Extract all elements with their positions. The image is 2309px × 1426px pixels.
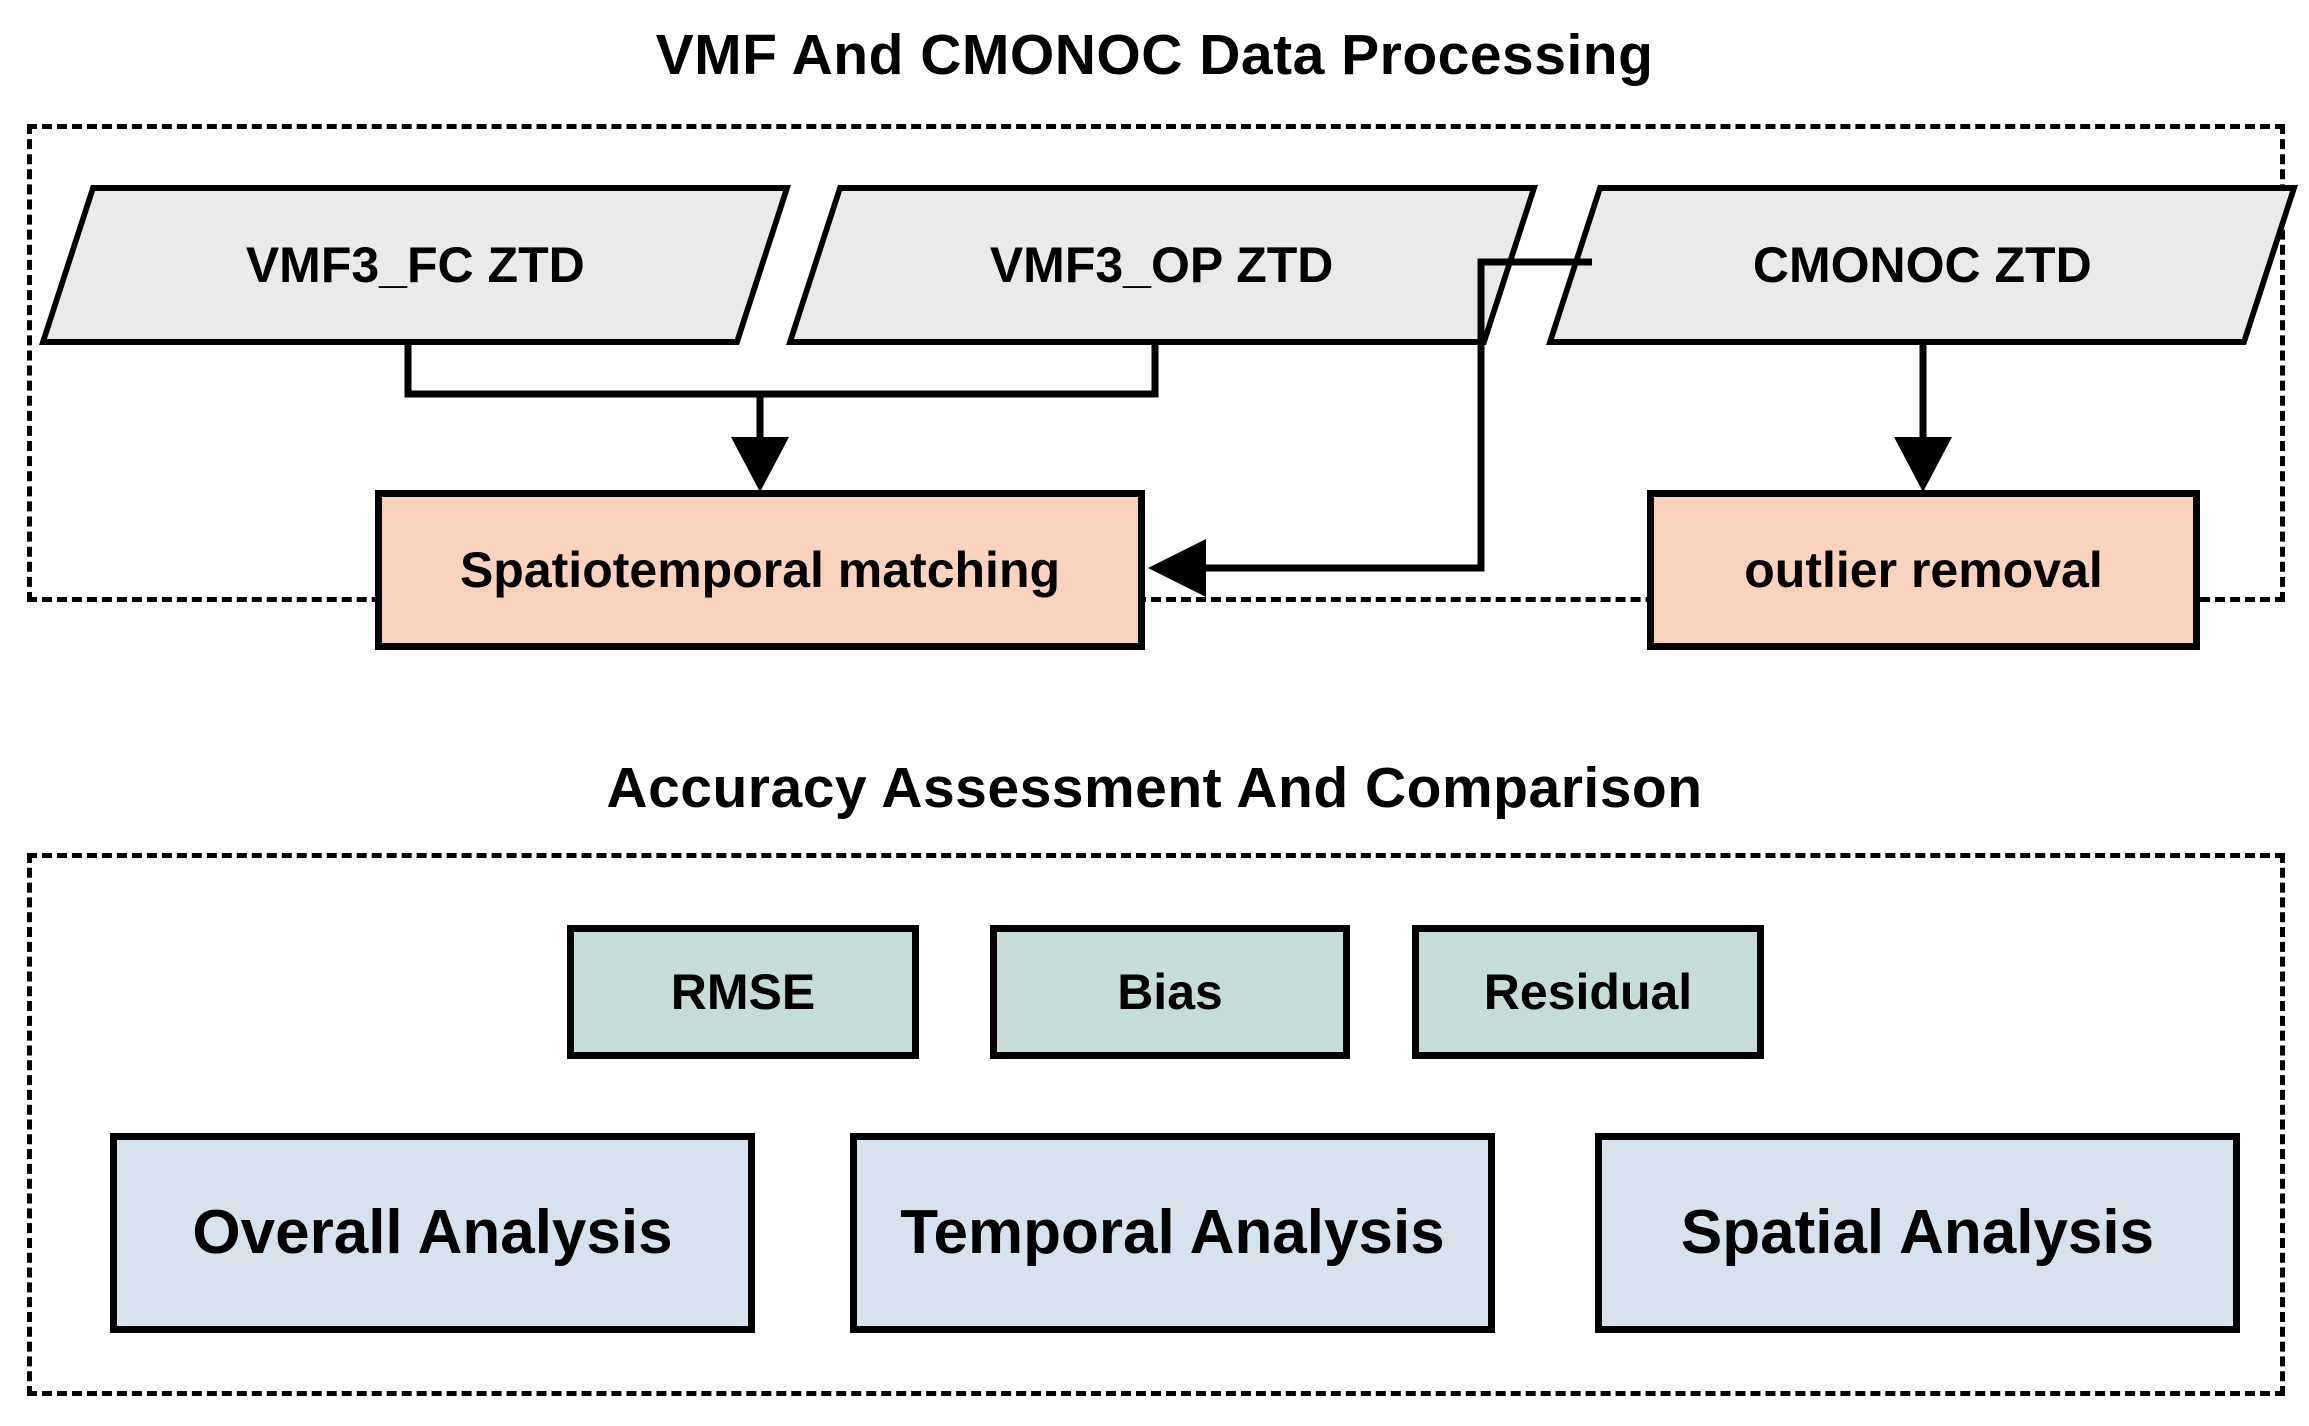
- node-cmonoc-ztd[interactable]: CMONOC ZTD: [1546, 185, 2298, 345]
- node-vmf3-fc-ztd-label: VMF3_FC ZTD: [245, 236, 585, 293]
- node-outlier-removal[interactable]: outlier removal: [1647, 490, 2200, 650]
- node-vmf3-op-ztd[interactable]: VMF3_OP ZTD: [786, 185, 1538, 345]
- node-spatiotemporal-matching[interactable]: Spatiotemporal matching: [375, 490, 1145, 650]
- node-rmse[interactable]: RMSE: [567, 925, 919, 1059]
- node-overall-analysis[interactable]: Overall Analysis: [110, 1133, 755, 1333]
- group-accuracy-assessment: [27, 853, 2285, 1396]
- node-vmf3-fc-ztd[interactable]: VMF3_FC ZTD: [39, 185, 791, 345]
- section-title-data-processing: VMF And CMONOC Data Processing: [655, 23, 1654, 87]
- node-cmonoc-ztd-label: CMONOC ZTD: [1752, 236, 2092, 293]
- group-data-processing: [27, 124, 2285, 602]
- section-title-accuracy-assessment: Accuracy Assessment And Comparison: [606, 756, 1703, 820]
- node-vmf3-op-ztd-label: VMF3_OP ZTD: [990, 236, 1334, 293]
- node-spatial-analysis[interactable]: Spatial Analysis: [1595, 1133, 2240, 1333]
- node-temporal-analysis[interactable]: Temporal Analysis: [850, 1133, 1495, 1333]
- node-bias[interactable]: Bias: [990, 925, 1350, 1059]
- node-residual[interactable]: Residual: [1412, 925, 1764, 1059]
